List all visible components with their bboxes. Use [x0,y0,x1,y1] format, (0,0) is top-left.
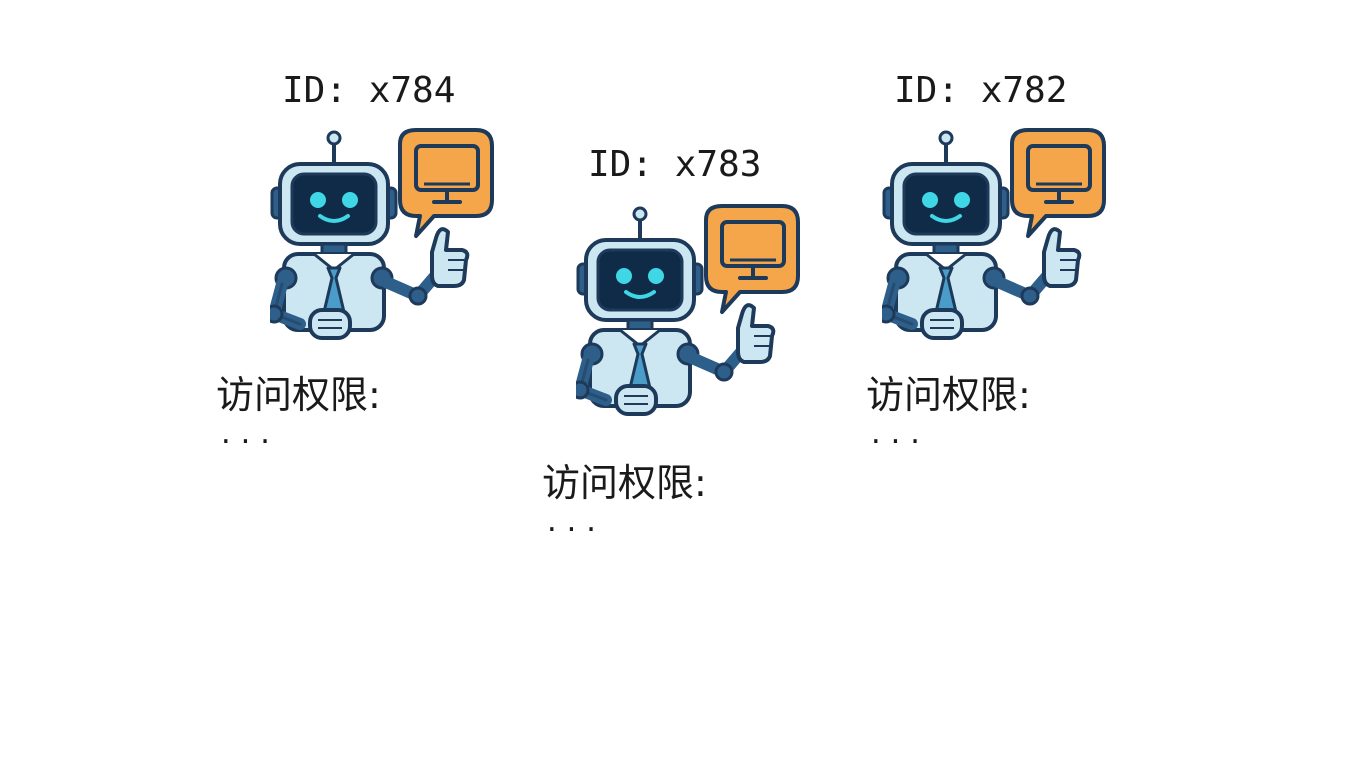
agent-card-x782: ID: x782 访问权限: ... [860,68,1200,488]
agent-card-x783: ID: x783 访问权限: ... [536,142,876,562]
access-permission-value: ... [218,420,277,450]
access-permission-label: 访问权限: [866,373,1031,417]
access-permission-value: ... [868,420,927,450]
robot-icon [576,204,806,424]
robot-icon [270,128,500,348]
agent-id-label: ID: x783 [588,144,762,185]
robot-icon [882,128,1112,348]
agent-card-x784: ID: x784 访问权限: ... [210,68,550,488]
access-permission-label: 访问权限: [216,373,381,417]
agent-id-label: ID: x782 [894,70,1068,111]
agent-id-label: ID: x784 [282,70,456,111]
access-permission-label: 访问权限: [542,461,707,505]
access-permission-value: ... [544,508,603,538]
